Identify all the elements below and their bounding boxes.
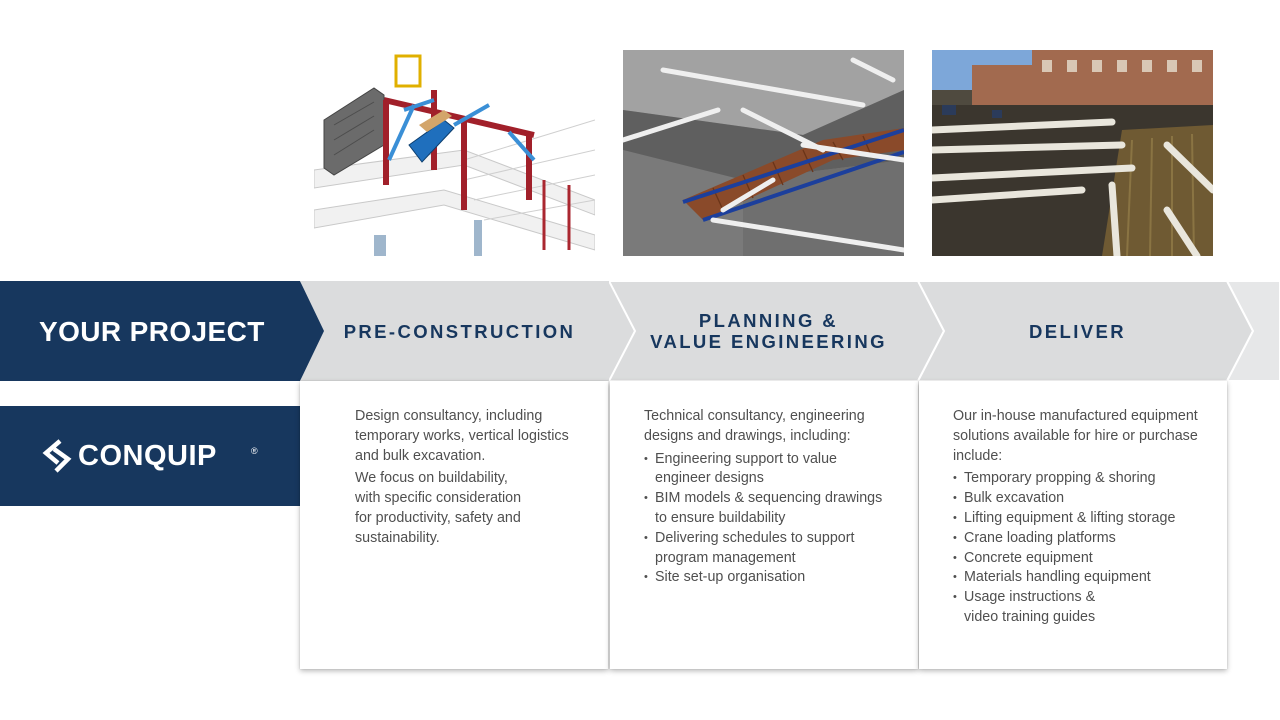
list-item: Site set-up organisation	[644, 568, 894, 588]
stage-title-deliver: DELIVER	[1029, 320, 1126, 342]
stage-chevron-deliver: DELIVER	[918, 281, 1253, 381]
deliver-site-photo	[932, 50, 1213, 256]
trailing-chevron	[1227, 281, 1280, 381]
list-item: Usage instructions & video training guid…	[953, 588, 1114, 628]
list-item: Lifting equipment & lifting storage	[953, 509, 1213, 529]
stage-card-pre-construction: Design consultancy, including temporary …	[300, 381, 608, 669]
your-project-title: YOUR PROJECT	[39, 315, 265, 347]
stage-title-planning: PLANNING & VALUE ENGINEERING	[609, 281, 918, 381]
list-item: Concrete equipment	[953, 549, 1213, 569]
conquip-logo-ribbon: CONQUIP ®	[0, 406, 328, 506]
list-item: Bulk excavation	[953, 489, 1213, 509]
list-item: Temporary propping & shoring	[953, 469, 1213, 489]
conquip-logo-icon	[42, 439, 72, 473]
stage-title-pre-construction: PRE-CONSTRUCTION	[343, 320, 576, 342]
planning-render-image	[623, 50, 904, 256]
stage-card-planning: Technical consultancy, engineering desig…	[610, 381, 918, 669]
list-item: BIM models & sequencing drawings to ensu…	[644, 489, 895, 529]
chevron-shape	[300, 281, 635, 381]
card-intro: Technical consultancy, engineering desig…	[644, 408, 865, 444]
stage-chevron-pre-construction: PRE-CONSTRUCTION	[300, 281, 635, 381]
navy-arrow-shape	[0, 281, 328, 381]
chevron-shape	[918, 281, 1253, 381]
stage-card-deliver: Our in-house manufactured equipment solu…	[919, 381, 1227, 669]
stage-chevron-planning: PLANNING & VALUE ENGINEERING	[609, 281, 944, 381]
list-item: Materials handling equipment	[953, 568, 1213, 588]
card-bullet-list: Engineering support to value engineer de…	[644, 450, 894, 589]
list-item: Crane loading platforms	[953, 529, 1213, 549]
stage-title-planning-line2: VALUE ENGINEERING	[650, 331, 887, 352]
chevron-shape	[609, 281, 944, 381]
pre-construction-render-image	[314, 50, 595, 256]
list-item: Engineering support to value engineer de…	[644, 450, 855, 490]
conquip-logo-text: CONQUIP	[78, 440, 217, 472]
registered-mark: ®	[251, 446, 258, 456]
list-item: Delivering schedules to support program …	[644, 529, 875, 569]
navy-arrow-shape	[0, 406, 328, 506]
card-paragraph: We focus on buildability, with specific …	[355, 470, 522, 546]
your-project-arrow: YOUR PROJECT	[0, 281, 328, 381]
chevron-shape	[1227, 281, 1280, 381]
card-paragraph: Design consultancy, including temporary …	[355, 408, 569, 464]
card-bullet-list: Temporary propping & shoring Bulk excava…	[953, 469, 1213, 627]
card-intro: Our in-house manufactured equipment solu…	[953, 408, 1198, 464]
stage-title-planning-line1: PLANNING &	[698, 310, 839, 331]
